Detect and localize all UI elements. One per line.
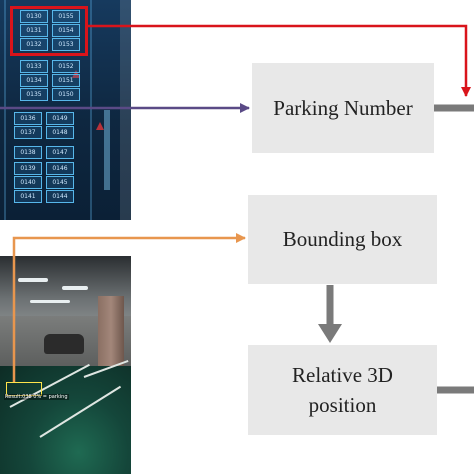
red-connector <box>88 24 471 97</box>
parking-number-box: Parking Number <box>252 63 434 153</box>
parking-slot: 0130 <box>20 10 48 23</box>
relative-3d-position-box: Relative 3D position <box>248 345 437 435</box>
parking-slot: 0154 <box>52 24 80 37</box>
ceiling-light <box>62 286 88 290</box>
ceiling-light <box>18 278 48 282</box>
parking-slot: 0153 <box>52 38 80 51</box>
parking-slot: 0144 <box>46 190 74 203</box>
relative-3d-label-line2: position <box>308 393 377 417</box>
parking-slot: 0135 <box>20 88 48 101</box>
parking-slot: 0138 <box>14 146 42 159</box>
lane-stripe <box>120 0 131 220</box>
parking-slot: 0132 <box>20 38 48 51</box>
parked-car <box>44 334 84 354</box>
parking-slot: 0131 <box>20 24 48 37</box>
parking-slot: 0136 <box>14 112 42 125</box>
highlighted-parking-region <box>10 6 88 56</box>
parking-slot: 0147 <box>46 146 74 159</box>
detection-caption: Result:038 0% = parking <box>4 394 69 400</box>
parking-slot: 0151 <box>52 74 80 87</box>
lane-stripe <box>90 0 92 220</box>
parking-slot: 0141 <box>14 190 42 203</box>
parking-number-label: Parking Number <box>273 95 413 120</box>
parking-slot: 0134 <box>20 74 48 87</box>
lane-stripe <box>4 0 6 220</box>
parking-slot: 0145 <box>46 176 74 189</box>
direction-arrow-icon <box>96 122 104 130</box>
camera-view-image: Result:038 0% = parking <box>0 256 131 474</box>
bounding-box-box: Bounding box <box>248 195 437 284</box>
lane-stripe <box>104 110 110 190</box>
gray-down-arrow-head <box>318 324 342 343</box>
parking-slot: 0139 <box>14 162 42 175</box>
parking-slot: 0150 <box>52 88 80 101</box>
parking-slot: 0137 <box>14 126 42 139</box>
parking-slot: 0155 <box>52 10 80 23</box>
parking-map-image: 0130 0131 0132 0133 0134 0135 0136 0137 … <box>0 0 131 220</box>
bounding-box-label: Bounding box <box>282 227 403 251</box>
parking-slot: 0152 <box>52 60 80 73</box>
detection-bounding-box <box>6 382 42 396</box>
parking-slot: 0146 <box>46 162 74 175</box>
parking-slot: 0133 <box>20 60 48 73</box>
orange-connector <box>12 233 246 382</box>
ceiling-light <box>30 300 70 303</box>
parking-slot: 0140 <box>14 176 42 189</box>
relative-3d-label-line1: Relative 3D <box>292 363 393 387</box>
parking-slot: 0149 <box>46 112 74 125</box>
parking-slot: 0148 <box>46 126 74 139</box>
